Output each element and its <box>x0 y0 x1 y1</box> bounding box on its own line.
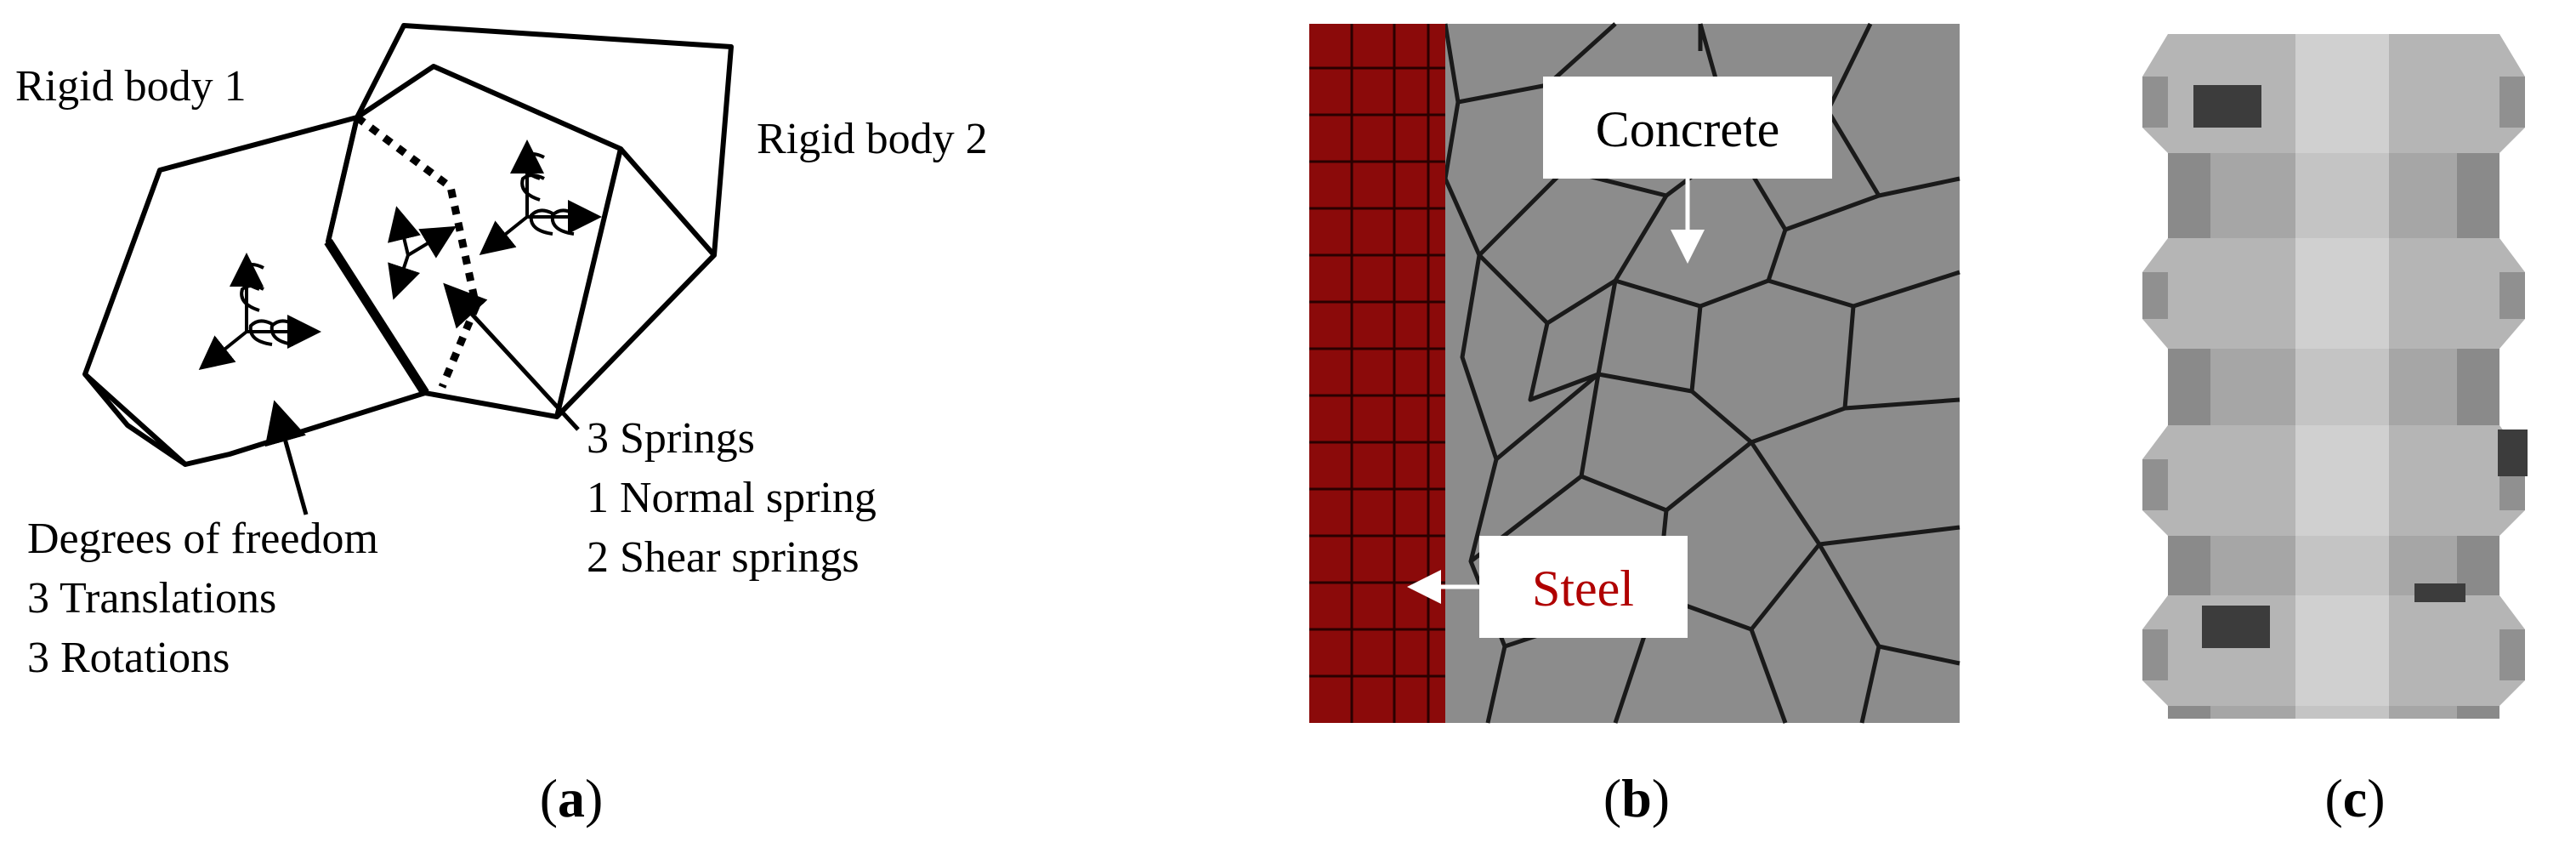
springs-heading: 3 Springs <box>587 414 755 463</box>
dof-pointer-arrow <box>264 400 309 515</box>
dof-heading: Degrees of freedom <box>27 515 378 563</box>
caption-b: (b) <box>1603 768 1670 828</box>
rigid-body-1-label: Rigid body 1 <box>15 62 247 111</box>
panel-a: Rigid body 1 Rigid body 2 Degrees of fre… <box>15 23 988 828</box>
panel-c: (c) <box>2142 34 2528 828</box>
interface-edge <box>324 239 429 395</box>
steel-label: Steel <box>1532 560 1634 617</box>
dof-translations: 3 Translations <box>27 574 276 623</box>
caption-a: (a) <box>540 768 604 828</box>
spring-triad-icon <box>388 206 457 300</box>
concrete-label-box <box>1543 77 1832 179</box>
rebar-ribs <box>2142 34 2528 706</box>
steel-mesh <box>1309 24 1445 723</box>
dof-axes-body1-icon <box>198 253 321 370</box>
dof-axes-body2-icon <box>479 139 602 255</box>
springs-pointer-arrow <box>443 282 580 431</box>
panel-b: Concrete Steel (b) <box>1309 22 1960 828</box>
rigid-body-2-shape <box>326 23 734 419</box>
rigid-body-2-label: Rigid body 2 <box>757 115 988 163</box>
rigid-body-1-shape <box>82 115 428 467</box>
concrete-label: Concrete <box>1596 101 1780 157</box>
caption-c: (c) <box>2324 768 2385 828</box>
spring-dotted-line <box>355 114 480 389</box>
springs-normal: 1 Normal spring <box>587 474 877 522</box>
steel-region <box>1309 24 1445 723</box>
steel-label-box <box>1479 536 1688 638</box>
springs-shear: 2 Shear springs <box>587 533 860 582</box>
dof-rotations: 3 Rotations <box>27 634 230 682</box>
